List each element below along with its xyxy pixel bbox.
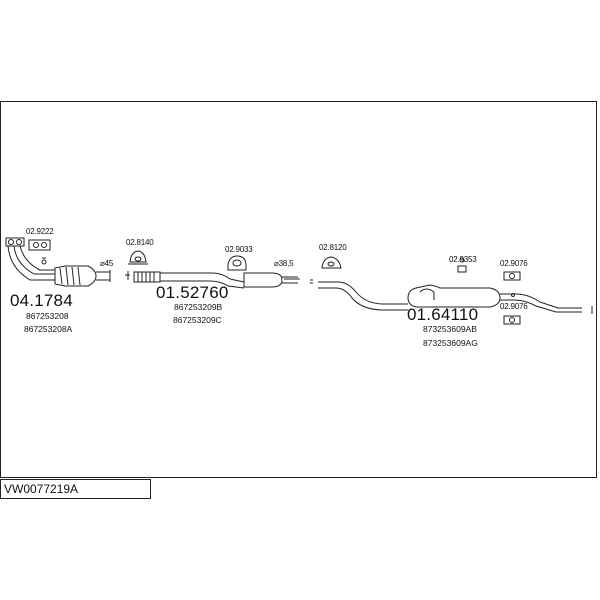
connector-drawing (284, 278, 313, 284)
small-part-02-8140: 02.8140 (126, 238, 154, 247)
part-number-rear-pipe: 01.64110 (407, 305, 479, 324)
small-part-02-9033: 02.9033 (225, 245, 253, 254)
part-ref-middle-pipe-2: 867253209C (173, 315, 222, 325)
part-number-middle-pipe: 01.52760 (156, 283, 229, 302)
part-ref-rear-pipe-1: 873253609AB (423, 324, 477, 334)
diameter-label-45: ⌀45 (100, 259, 114, 268)
part-number-front-pipe: 04.1784 (10, 291, 73, 310)
part-ref-front-pipe-1: 867253208 (26, 311, 69, 321)
small-part-02-8120: 02.8120 (319, 243, 347, 252)
part-ref-middle-pipe-1: 867253209B (174, 302, 223, 312)
small-part-02-9222: 02.9222 (26, 227, 54, 236)
diagram-code: VW0077219A (4, 482, 79, 496)
hanger-02-9353-drawing (457, 257, 467, 273)
gasket-02-9222-drawing (28, 239, 51, 251)
small-part-02-9076-top: 02.9076 (500, 259, 528, 268)
diagram-frame (0, 101, 597, 478)
rear-pipe-drawing (318, 281, 593, 314)
clamp-02-8140-drawing (128, 250, 148, 265)
diameter-label-38-5: ⌀38,5 (274, 259, 294, 268)
clamp-02-8120-drawing (321, 256, 342, 269)
part-ref-rear-pipe-2: 873253609AG (423, 338, 478, 348)
hanger-02-9076-top-drawing (503, 271, 521, 281)
small-part-02-9353: 02.9353 (449, 255, 477, 264)
front-pipe-drawing (5, 237, 111, 287)
hanger-02-9033-drawing (227, 255, 247, 271)
hanger-02-9076-bottom-drawing (503, 315, 521, 325)
middle-pipe-drawing (125, 271, 298, 289)
part-ref-front-pipe-2: 867253208A (24, 324, 73, 334)
diagram-code-box: VW0077219A (0, 479, 151, 499)
small-part-02-9076-bottom: 02.9076 (500, 302, 528, 311)
